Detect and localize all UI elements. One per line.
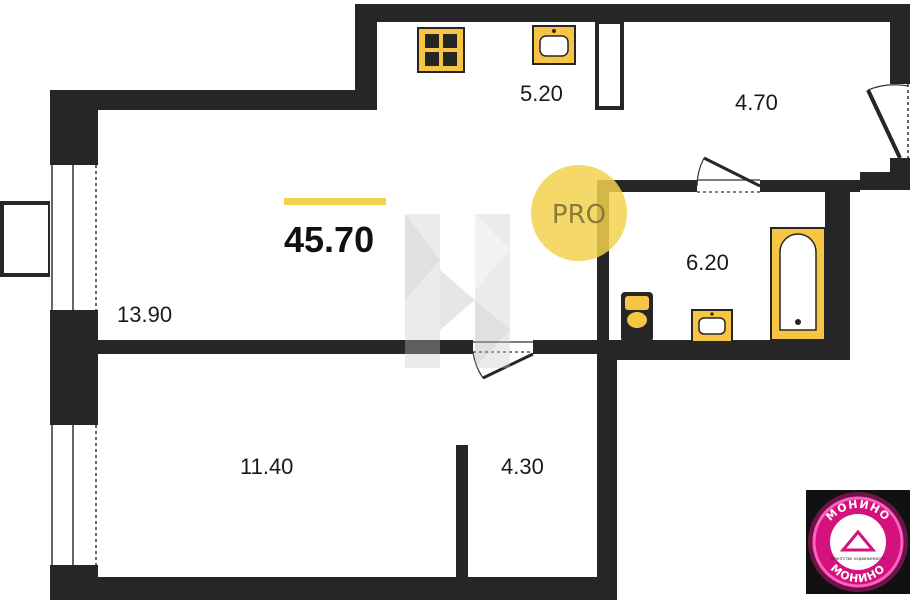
pro-watermark: PRO xyxy=(531,165,627,261)
stove-icon xyxy=(417,27,465,73)
entrance-door xyxy=(866,84,912,159)
total-area-value: 45.70 xyxy=(284,219,374,260)
total-area-block: 45.70 xyxy=(284,198,386,260)
walls xyxy=(50,4,910,600)
kitchen-area-label: 5.20 xyxy=(520,81,563,106)
toilet-icon xyxy=(621,292,653,342)
bathroom-area-label: 6.20 xyxy=(686,250,729,275)
closet-area-label: 4.30 xyxy=(501,454,544,479)
bathroom-door xyxy=(696,156,761,193)
agency-logo: МОНИНО МОНИНО Агентство недвижимости xyxy=(806,490,910,594)
window-top xyxy=(50,165,98,310)
living-room-area-label: 13.90 xyxy=(117,302,172,327)
bathtub-icon xyxy=(770,227,826,341)
logo-tagline: Агентство недвижимости xyxy=(831,556,886,561)
total-area-underline xyxy=(284,198,386,205)
bedroom-area-label: 11.40 xyxy=(240,454,293,479)
bathroom-sink-icon xyxy=(691,309,733,343)
balcony xyxy=(0,201,52,277)
window-bottom xyxy=(50,425,98,565)
room-top-right-area-label: 4.70 xyxy=(735,90,778,115)
watermark-logo xyxy=(405,214,510,368)
pro-watermark-text: PRO xyxy=(552,200,606,230)
kitchen-sink-icon xyxy=(532,25,576,65)
bedroom-door xyxy=(472,340,534,380)
